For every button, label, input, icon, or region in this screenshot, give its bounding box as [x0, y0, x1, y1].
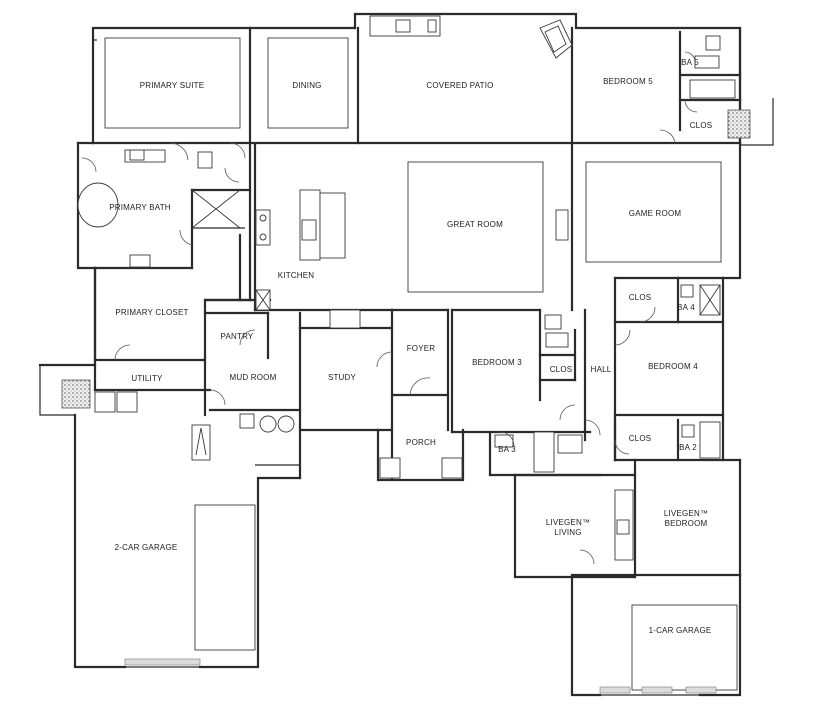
label-dining: DINING: [292, 81, 321, 90]
label-utility: UTILITY: [131, 374, 163, 383]
label-great-room: GREAT ROOM: [447, 220, 503, 229]
doors: [81, 51, 698, 565]
fixtures: [61, 15, 751, 694]
label-livegen-bedroom-line1: LIVEGEN™: [664, 509, 708, 518]
label-kitchen: KITCHEN: [278, 271, 315, 280]
label-ba-3: BA 3: [498, 445, 516, 454]
label-porch: PORCH: [406, 438, 436, 447]
label-pantry: PANTRY: [221, 332, 254, 341]
label-covered-patio: COVERED PATIO: [426, 81, 493, 90]
label-primary-suite: PRIMARY SUITE: [140, 81, 205, 90]
label-primary-closet: PRIMARY CLOSET: [115, 308, 188, 317]
label-bedroom-5: BEDROOM 5: [603, 77, 653, 86]
label-hall: HALL: [591, 365, 612, 374]
label-livegen-living-line1: LIVEGEN™: [546, 518, 590, 527]
label-foyer: FOYER: [407, 344, 436, 353]
label-bedroom-4: BEDROOM 4: [648, 362, 698, 371]
label-ba-2: BA 2: [679, 443, 697, 452]
label-primary-bath: PRIMARY BATH: [109, 203, 171, 212]
windows: [93, 37, 738, 691]
label-ba-4: BA 4: [677, 303, 695, 312]
label-clos-bed3: CLOS: [550, 365, 573, 374]
label-study: STUDY: [328, 373, 357, 382]
label-2-car-garage: 2-CAR GARAGE: [115, 543, 178, 552]
label-mud-room: MUD ROOM: [230, 373, 277, 382]
label-livegen-living-line2: LIVING: [554, 528, 581, 537]
label-ba-5: BA 5: [681, 58, 699, 67]
label-1-car-garage: 1-CAR GARAGE: [649, 626, 712, 635]
label-game-room: GAME ROOM: [629, 209, 682, 218]
label-clos-bed4: CLOS: [629, 293, 652, 302]
label-livegen-bedroom-line2: BEDROOM: [665, 519, 708, 528]
room-labels: PRIMARY SUITE DINING COVERED PATIO BEDRO…: [109, 58, 712, 635]
label-bedroom-3: BEDROOM 3: [472, 358, 522, 367]
label-clos-ba2: CLOS: [629, 434, 652, 443]
label-clos-bed5: CLOS: [690, 121, 713, 130]
